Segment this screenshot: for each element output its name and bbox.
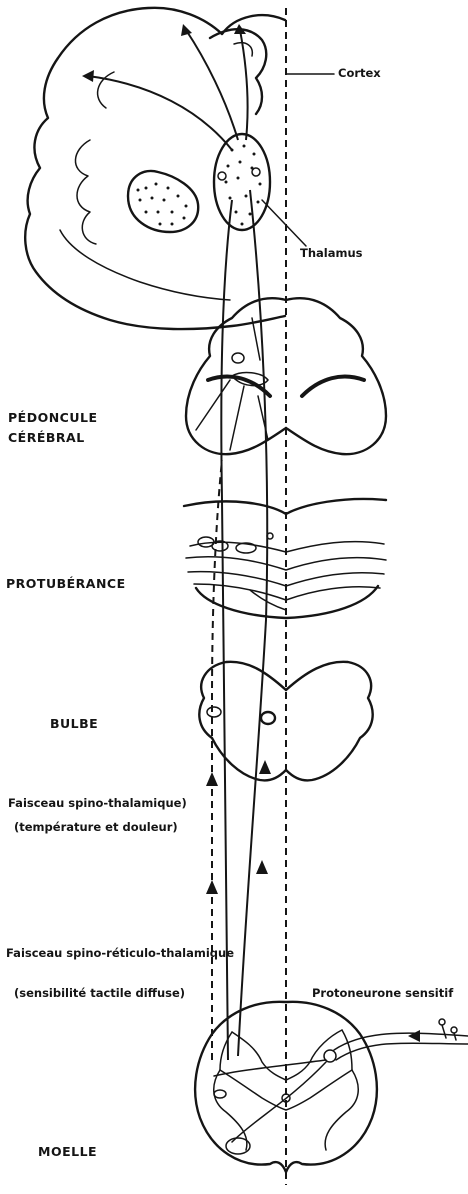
label-protoneurone: Protoneurone sensitif [312,986,453,1000]
thalamo-cortical-projections [82,24,248,150]
tract-arrow [206,772,218,786]
thalamus-nucleus [214,134,270,230]
tract-arrow [256,860,268,874]
spinothalamic-tract [221,200,232,1060]
label-temperature: (température et douleur) [14,820,178,834]
label-protuberance: PROTUBÉRANCE [6,576,126,591]
nucleus-dotted [128,171,198,232]
label-cerebral: CÉRÉBRAL [8,430,85,445]
label-thalamus: Thalamus [300,246,363,260]
brain-hemisphere [25,8,285,329]
label-moelle: MOELLE [38,1144,97,1159]
label-spinothalamic: Faisceau spino-thalamique) [8,796,187,810]
label-spinoreticular: Faisceau spino-réticulo-thalamique [6,946,234,960]
thalamus-leader [262,200,306,246]
label-pedoncule: PÉDONCULE [8,410,98,425]
label-cortex: Cortex [338,66,381,80]
tract-arrow [259,760,271,774]
label-bulbe: BULBE [50,716,98,731]
spinal-cord-section [195,1002,377,1172]
tract-arrow [206,880,218,894]
label-tactile: (sensibilité tactile diffuse) [14,986,185,1000]
